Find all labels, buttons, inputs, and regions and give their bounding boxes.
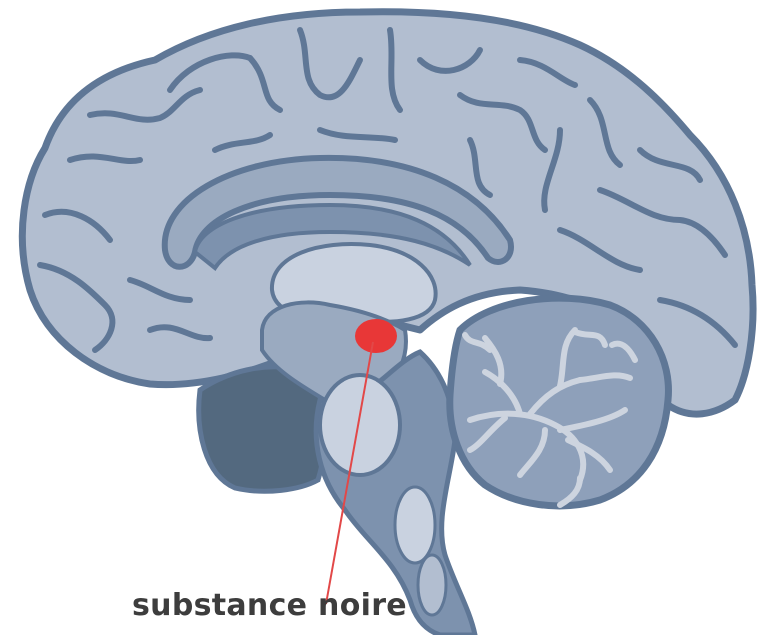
substantia-nigra-label: substance noire [132,588,407,623]
cerebellum [450,298,669,506]
medulla [395,487,435,563]
medulla-lower [418,555,446,615]
pons [320,375,400,475]
substantia-nigra-marker [355,319,397,353]
